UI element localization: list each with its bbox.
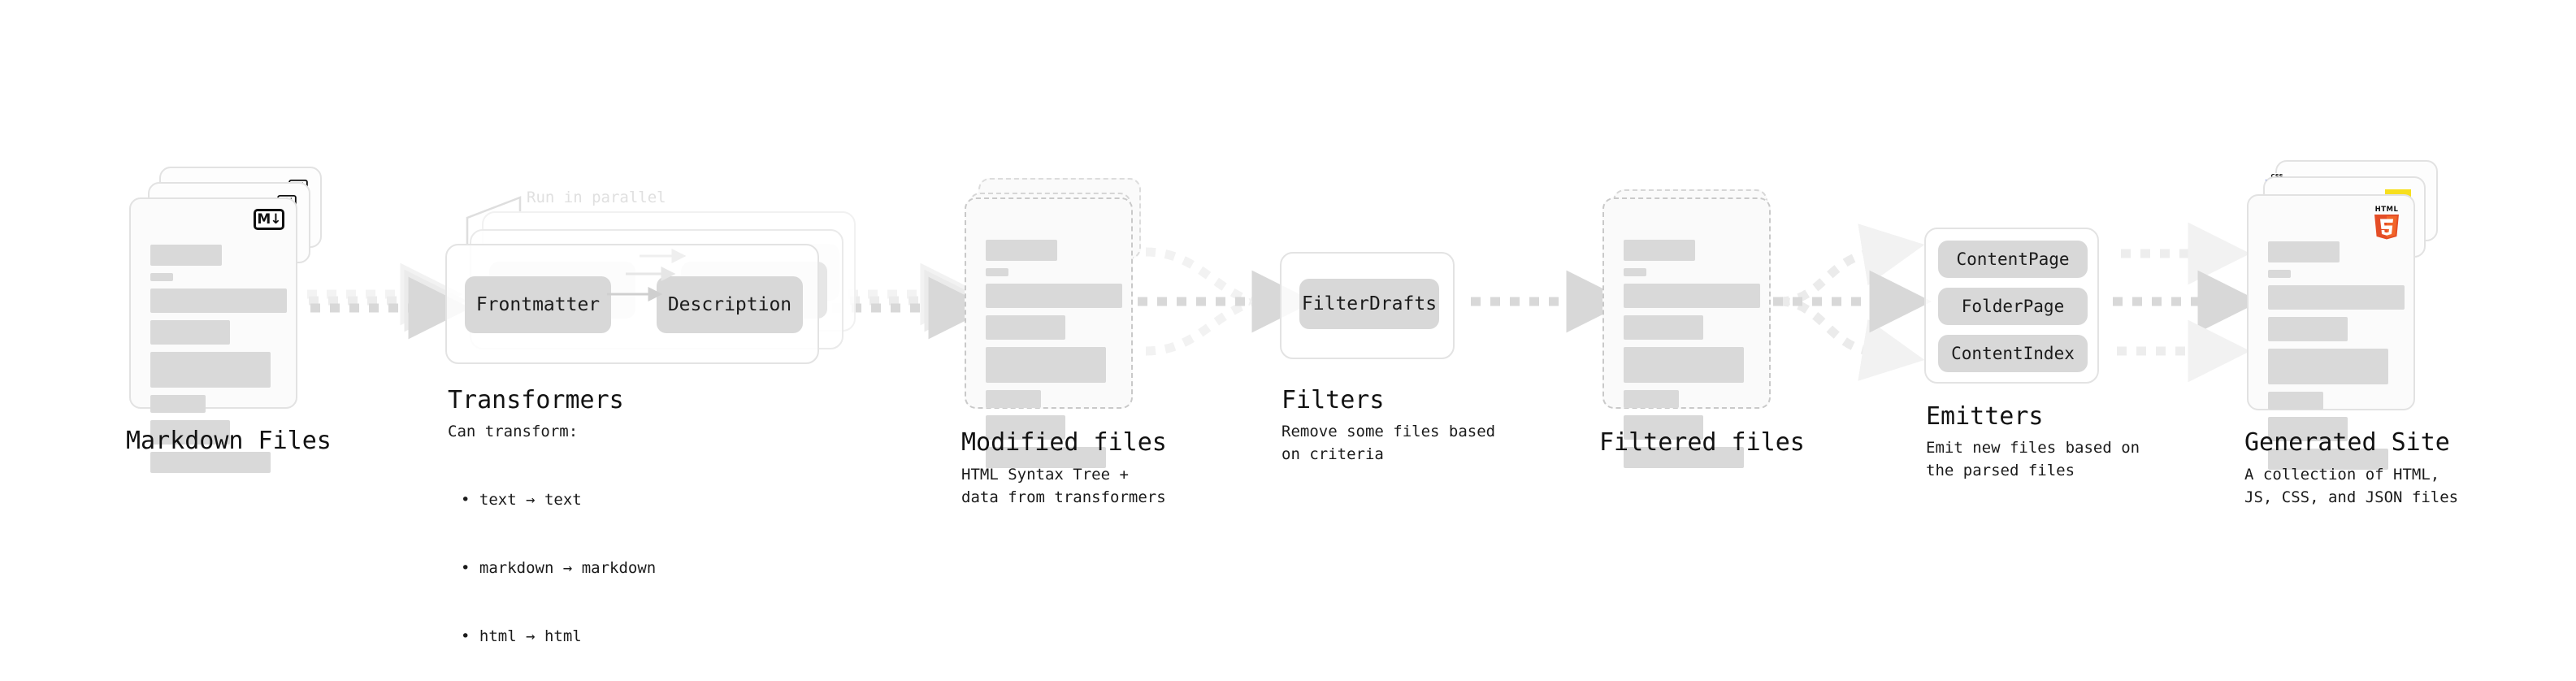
generated-site-subtitle: A collection of HTML, JS, CSS, and JSON … [2244,466,2459,506]
arrow-emitters-to-site [2113,222,2261,383]
page-title-generated-site: Generated Site [2244,428,2450,457]
page-title-emitters: Emitters [1926,402,2044,431]
transformer-internal-arrows [607,249,687,301]
markdown-icon: M↓ [254,209,284,230]
card-content-lines [986,240,1122,475]
emitters-box: ContentPage FolderPage ContentIndex [1924,228,2099,384]
modified-card-front [965,197,1133,468]
page-title-transformers: Transformers [448,386,624,414]
card-content-lines [150,245,287,480]
transformers-bullets: • text → text • markdown → markdown • ht… [461,443,656,681]
filtered-card-front [1602,197,1771,468]
filters-subtitle: Remove some files based on criteria [1281,423,1496,463]
transform-rule-html: • html → html [461,627,582,645]
transform-rule-text: • text → text [461,491,582,509]
arrow-markdown-to-transformers [307,262,471,340]
page-title-filtered-files: Filtered files [1599,428,1805,457]
transformers-subtitle: Can transform: [448,423,579,440]
page-title-markdown-files: Markdown Files [126,427,332,455]
transformer-pill-frontmatter[interactable]: Frontmatter [465,276,611,333]
page-title-modified-files: Modified files [961,428,1167,457]
emitter-pill-contentindex[interactable]: ContentIndex [1938,335,2088,372]
card-content-lines [1624,240,1760,475]
arrow-modified-to-filters [1138,247,1315,356]
filter-pill-filterdrafts[interactable]: FilterDrafts [1299,279,1439,329]
transformer-box-front: Frontmatter Description [445,244,819,364]
arrow-filtered-to-emitters [1773,223,1932,381]
filters-box: FilterDrafts [1280,252,1455,359]
page-title-filters: Filters [1281,386,1385,414]
transform-rule-markdown: • markdown → markdown [461,559,657,577]
transformer-pill-description[interactable]: Description [657,276,803,333]
run-in-parallel-label: Run in parallel [527,189,666,206]
svg-text:HTML: HTML [2375,206,2399,214]
generated-card-front: HTML [2247,194,2415,470]
emitter-pill-contentpage[interactable]: ContentPage [1938,241,2088,278]
emitters-subtitle: Emit new files based on the parsed files [1926,439,2140,479]
card-content-lines [2268,241,2405,477]
emitter-pill-folderpage[interactable]: FolderPage [1938,288,2088,325]
modified-files-subtitle: HTML Syntax Tree + data from transformer… [961,466,1166,506]
html5-icon: HTML [2371,204,2402,240]
markdown-card-front: M↓ [129,197,297,473]
